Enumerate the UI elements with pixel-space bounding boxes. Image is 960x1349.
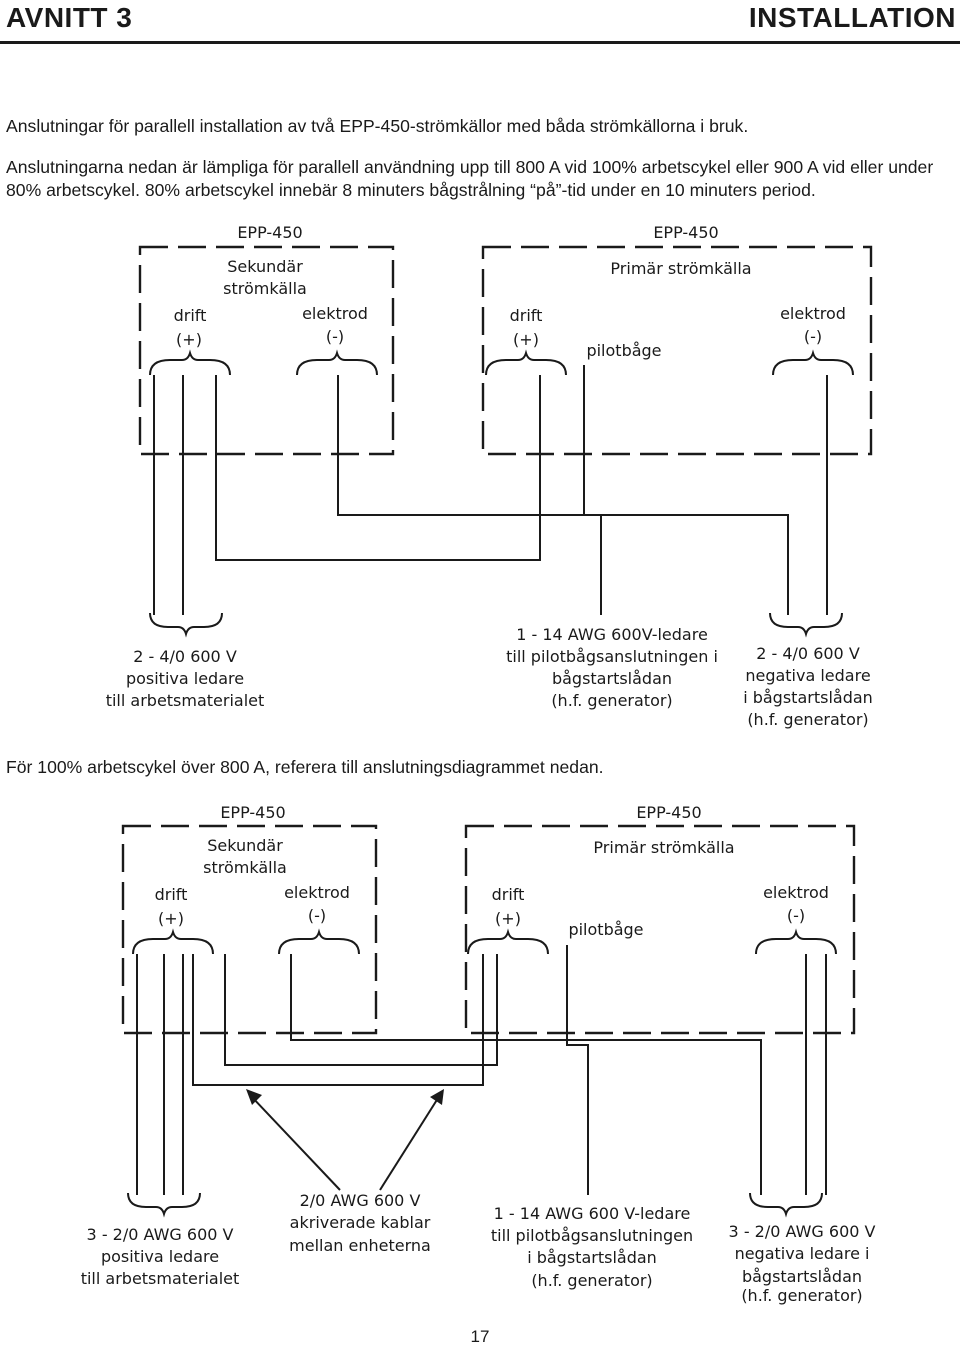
- callout-pilot-line-3: i bågstartslådan: [527, 1248, 657, 1267]
- secondary-name-line-2: strömkälla: [203, 858, 287, 877]
- positive-bottom-brace: [127, 1192, 201, 1218]
- jumper-arrow-left-head: [246, 1089, 262, 1105]
- secondary-model-label: EPP-450: [220, 803, 285, 822]
- section-label: AVNITT 3: [6, 2, 133, 33]
- callout-positive-line-2: positiva ledare: [101, 1247, 219, 1266]
- primary-source-box: [464, 824, 856, 1035]
- positive-bottom-brace: [149, 612, 223, 638]
- section-title: INSTALLATION: [748, 2, 956, 33]
- jumper-arrow-right-head: [430, 1089, 444, 1105]
- negative-bottom-brace: [749, 1192, 823, 1218]
- positive-wire-c: [215, 375, 541, 561]
- pilot-label: pilotbåge: [568, 920, 643, 939]
- secondary-minus-label: (-): [326, 327, 344, 346]
- callout-positive-line-3: till arbetsmaterialet: [81, 1269, 240, 1288]
- secondary-elektrod-brace: [278, 928, 360, 955]
- callout-pilot-line-4: (h.f. generator): [551, 691, 672, 710]
- callout-positive-line-1: 2 - 4/0 600 V: [133, 647, 237, 666]
- primary-model-label: EPP-450: [653, 223, 718, 242]
- secondary-model-label: EPP-450: [237, 223, 302, 242]
- pilot-label: pilotbåge: [586, 341, 661, 360]
- secondary-drift-label: drift: [155, 885, 188, 904]
- primary-source-box: [481, 245, 873, 456]
- intro-line-1: Anslutningar för parallell installation …: [6, 116, 749, 136]
- callout-negative-line-2: negativa ledare i: [735, 1244, 870, 1263]
- callout-jumper-line-3: mellan enheterna: [289, 1236, 431, 1255]
- primary-drift-brace: [485, 349, 567, 376]
- primary-drift-label: drift: [510, 306, 543, 325]
- callout-negative-line-2: negativa ledare: [745, 666, 870, 685]
- negative-bottom-brace: [769, 612, 843, 638]
- callout-positive-line-2: positiva ledare: [126, 669, 244, 688]
- connection-diagram-1: EPP-450 EPP-450 Sekundär strömkälla Prim…: [106, 223, 873, 729]
- secondary-source-box: [121, 824, 378, 1035]
- callout-negative-line-4: (h.f. generator): [747, 710, 868, 729]
- secondary-minus-label: (-): [308, 906, 326, 925]
- primary-plus-label: (+): [513, 330, 539, 349]
- primary-elektrod-label: elektrod: [763, 883, 829, 902]
- jumper-arrow-right: [379, 1094, 441, 1191]
- callout-pilot-line-4: (h.f. generator): [531, 1271, 652, 1290]
- callout-positive-line-1: 3 - 2/0 AWG 600 V: [87, 1225, 234, 1244]
- jumper-wire-a: [192, 954, 484, 1086]
- secondary-name-line-1: Sekundär: [207, 836, 283, 855]
- callout-negative-line-3: i bågstartslådan: [743, 688, 873, 707]
- primary-elektrod-brace: [755, 928, 837, 955]
- primary-model-label: EPP-450: [636, 803, 701, 822]
- intro-line-2: Anslutningarna nedan är lämpliga för par…: [6, 157, 934, 200]
- callout-pilot-line-3: bågstartslådan: [552, 669, 672, 688]
- middle-note: För 100% arbetscykel över 800 A, referer…: [6, 757, 604, 777]
- secondary-plus-label: (+): [176, 330, 202, 349]
- primary-drift-label: drift: [492, 885, 525, 904]
- pilot-wire: [583, 365, 602, 615]
- callout-negative-line-3: bågstartslådan: [742, 1267, 862, 1286]
- callout-jumper-line-2: akriverade kablar: [290, 1213, 431, 1232]
- callout-negative-line-1: 3 - 2/0 AWG 600 V: [729, 1222, 876, 1241]
- primary-minus-label: (-): [804, 327, 822, 346]
- callout-pilot-line-2: till pilotbågsanslutningen: [491, 1226, 693, 1245]
- negative-wire-a: [337, 375, 789, 615]
- callout-negative-line-4: (h.f. generator): [741, 1286, 862, 1305]
- primary-plus-label: (+): [495, 909, 521, 928]
- secondary-name-line-2: strömkälla: [223, 279, 307, 298]
- secondary-name-line-1: Sekundär: [227, 257, 303, 276]
- secondary-drift-brace: [132, 928, 214, 955]
- secondary-elektrod-label: elektrod: [284, 883, 350, 902]
- primary-name-label: Primär strömkälla: [610, 259, 751, 278]
- negative-wire-a: [290, 954, 762, 1195]
- page-number: 17: [470, 1327, 490, 1346]
- secondary-source-box: [138, 245, 395, 456]
- secondary-drift-brace: [149, 349, 231, 376]
- callout-pilot-line-1: 1 - 14 AWG 600V-ledare: [516, 625, 708, 644]
- primary-minus-label: (-): [787, 906, 805, 925]
- primary-elektrod-label: elektrod: [780, 304, 846, 323]
- secondary-plus-label: (+): [158, 909, 184, 928]
- primary-drift-brace: [467, 928, 549, 955]
- secondary-elektrod-brace: [296, 349, 378, 376]
- callout-pilot-line-2: till pilotbågsanslutningen i: [506, 647, 718, 666]
- secondary-drift-label: drift: [174, 306, 207, 325]
- page-header: AVNITT 3 INSTALLATION: [0, 0, 960, 44]
- jumper-wire-b: [224, 954, 498, 1066]
- secondary-elektrod-label: elektrod: [302, 304, 368, 323]
- primary-elektrod-brace: [772, 349, 854, 376]
- connection-diagram-2: EPP-450 EPP-450 Sekundär strömkälla Prim…: [81, 803, 876, 1305]
- pilot-wire: [566, 945, 589, 1195]
- jumper-arrow-left: [249, 1094, 341, 1191]
- callout-negative-line-1: 2 - 4/0 600 V: [756, 644, 860, 663]
- header-rule: [0, 41, 960, 44]
- callout-jumper-line-1: 2/0 AWG 600 V: [300, 1191, 421, 1210]
- callout-pilot-line-1: 1 - 14 AWG 600 V-ledare: [494, 1204, 691, 1223]
- primary-name-label: Primär strömkälla: [593, 838, 734, 857]
- callout-positive-line-3: till arbetsmaterialet: [106, 691, 265, 710]
